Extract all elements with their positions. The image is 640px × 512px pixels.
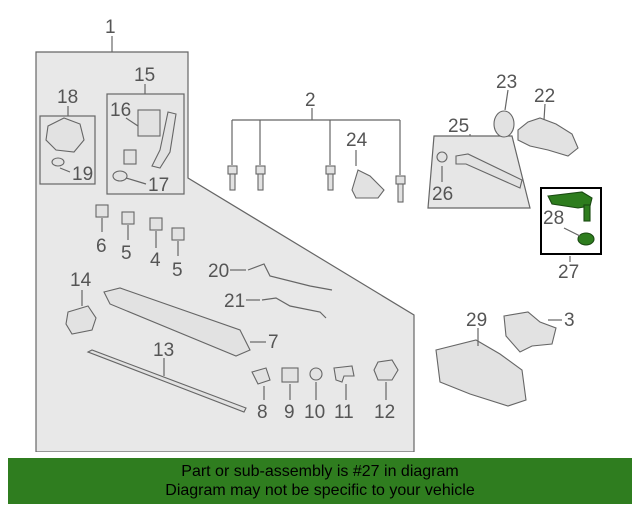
banner-line-1: Part or sub-assembly is #27 in diagram xyxy=(181,463,459,480)
part-8 xyxy=(251,367,271,385)
callout-28: 28 xyxy=(543,208,564,229)
callout-2: 2 xyxy=(305,90,316,111)
callout-27: 27 xyxy=(558,262,579,283)
banner-line-2: Diagram may not be specific to your vehi… xyxy=(165,482,475,499)
pinion-shaft xyxy=(151,111,177,169)
callout-7: 7 xyxy=(268,332,279,353)
rack-housing-7 xyxy=(103,287,251,357)
mount-14 xyxy=(65,305,97,335)
bolt-group-2 xyxy=(227,165,406,203)
cover-29 xyxy=(435,339,527,407)
rack-13 xyxy=(86,349,247,413)
callout-13: 13 xyxy=(153,340,174,361)
washer-26 xyxy=(436,151,448,163)
callout-1: 1 xyxy=(105,17,116,38)
clamp-23 xyxy=(493,110,515,138)
callout-16: 16 xyxy=(110,100,131,121)
line-20 xyxy=(247,263,333,291)
callout-12: 12 xyxy=(374,402,395,423)
tie-rod-25 xyxy=(455,153,523,189)
assembly-1-outline xyxy=(35,51,415,452)
ring-10 xyxy=(309,367,323,381)
callout-6: 6 xyxy=(96,236,107,257)
callout-5b: 5 xyxy=(172,260,183,281)
callout-24: 24 xyxy=(346,130,368,151)
callout-26: 26 xyxy=(432,184,453,205)
callout-20: 20 xyxy=(208,261,229,282)
callout-10: 10 xyxy=(304,402,325,423)
spring-9 xyxy=(281,367,299,383)
callout-8: 8 xyxy=(257,402,268,423)
nut-12 xyxy=(373,359,399,381)
callout-14: 14 xyxy=(70,270,92,291)
gasket-16 xyxy=(137,109,161,137)
callout-21: 21 xyxy=(224,291,245,312)
nut-27 xyxy=(577,232,595,246)
callout-19: 19 xyxy=(72,164,93,185)
callout-29: 29 xyxy=(466,310,487,331)
parts-diagram: 1 2 3 4 5 5 6 7 8 9 10 11 12 13 14 15 16… xyxy=(35,17,602,452)
valve-body-18 xyxy=(45,117,85,153)
callout-17: 17 xyxy=(148,175,169,196)
callout-18: 18 xyxy=(57,87,78,108)
callout-23: 23 xyxy=(496,72,517,93)
callout-11: 11 xyxy=(334,402,354,423)
callout-9: 9 xyxy=(284,402,295,423)
callout-4: 4 xyxy=(150,250,161,271)
callout-15: 15 xyxy=(134,65,155,86)
callout-labels: 1 2 3 4 5 5 6 7 8 9 10 11 12 13 14 15 16… xyxy=(57,17,579,423)
callout-5a: 5 xyxy=(121,243,132,264)
subassembly-25-box xyxy=(427,135,531,209)
info-banner: Part or sub-assembly is #27 in diagram D… xyxy=(8,458,632,504)
screw-11 xyxy=(333,365,355,383)
bushings xyxy=(95,204,185,256)
line-21 xyxy=(261,297,327,319)
callout-3: 3 xyxy=(564,310,575,331)
bracket-3 xyxy=(503,311,557,353)
boot-22 xyxy=(517,117,579,157)
callout-22: 22 xyxy=(534,86,555,107)
bracket-24 xyxy=(351,169,385,199)
callout-25: 25 xyxy=(448,116,469,137)
